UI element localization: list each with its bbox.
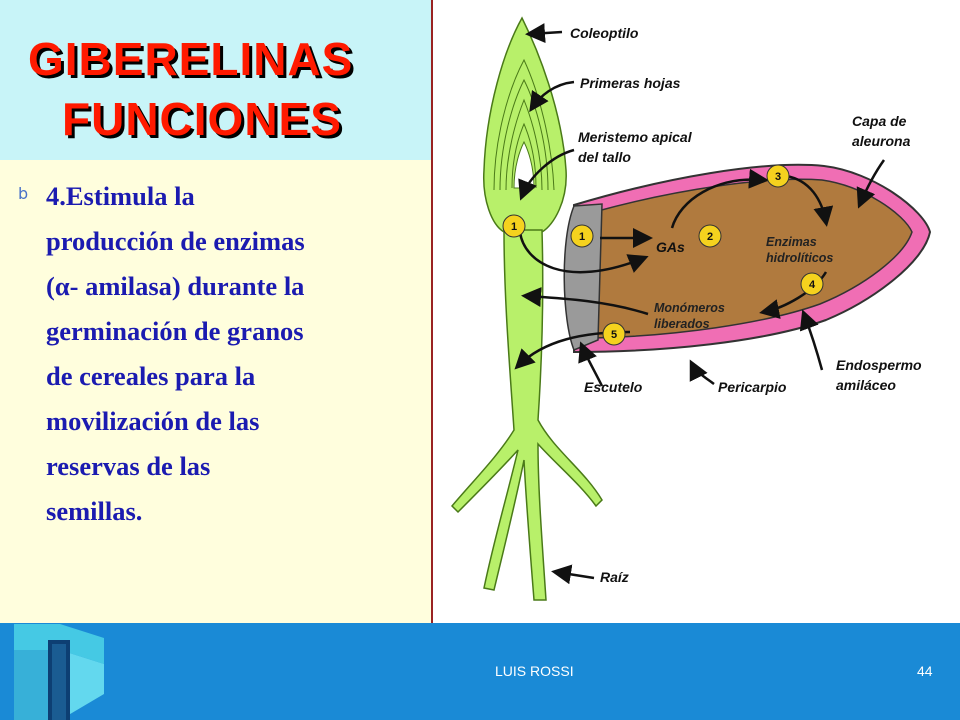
step-marker: 5 [602, 322, 626, 346]
label-capa-line1: Capa de [852, 113, 907, 129]
body-line: producción de enzimas [46, 226, 305, 256]
label-primeras-hojas: Primeras hojas [580, 75, 681, 91]
body-line: reservas de las [46, 451, 211, 481]
footer-bar [0, 623, 960, 720]
footer-page-number: 44 [917, 663, 933, 679]
slide-title-line1: GIBERELINAS [28, 33, 354, 85]
svg-text:3: 3 [775, 171, 781, 183]
root-system [450, 229, 603, 601]
label-meristemo-line2: del tallo [578, 149, 631, 165]
label-escutelo: Escutelo [584, 379, 643, 395]
svg-text:4: 4 [809, 279, 816, 291]
label-capa-line2: aleurona [852, 133, 911, 149]
coleoptile [483, 16, 567, 233]
label-monomeros-line1: Monómeros [654, 301, 725, 315]
step-marker: 4 [800, 272, 824, 296]
step-marker: 1 [570, 224, 594, 248]
label-gas: GAs [656, 239, 685, 255]
label-monomeros-line2: liberados [654, 317, 710, 331]
bullet-marker: b [18, 184, 29, 203]
svg-text:1: 1 [579, 231, 585, 243]
body-line: semillas. [46, 496, 143, 526]
svg-text:2: 2 [707, 231, 713, 243]
body-line: 4.Estimula la [46, 181, 195, 211]
seed-germination-diagram: 1 1 2 3 4 5 Coleoptilo Primeras hojas Me… [450, 16, 932, 601]
body-line: (α- amilasa) durante la [46, 271, 305, 301]
title-panel [0, 0, 432, 160]
label-enzimas-line2: hidrolíticos [766, 251, 833, 265]
text-panel [0, 160, 432, 623]
body-text: 4.Estimula la producción de enzimas (α- … [46, 174, 426, 534]
slide-title-line2: FUNCIONES [62, 93, 342, 145]
label-meristemo-line1: Meristemo apical [578, 129, 693, 145]
label-enzimas-line1: Enzimas [766, 235, 817, 249]
step-marker: 3 [766, 164, 790, 188]
svg-text:5: 5 [611, 329, 617, 341]
label-coleoptilo: Coleoptilo [570, 25, 639, 41]
label-endospermo-line2: amiláceo [836, 377, 896, 393]
slide-logo-icon [14, 624, 104, 720]
svg-text:1: 1 [511, 221, 517, 233]
step-marker: 1 [502, 214, 526, 238]
label-pericarpio: Pericarpio [718, 379, 787, 395]
label-raiz: Raíz [600, 569, 629, 585]
label-endospermo-line1: Endospermo [836, 357, 922, 373]
body-line: de cereales para la [46, 361, 256, 391]
footer-author: LUIS ROSSI [495, 663, 574, 679]
body-line: movilización de las [46, 406, 260, 436]
body-line: germinación de granos [46, 316, 304, 346]
step-marker: 2 [698, 224, 722, 248]
panel-divider [431, 0, 433, 623]
